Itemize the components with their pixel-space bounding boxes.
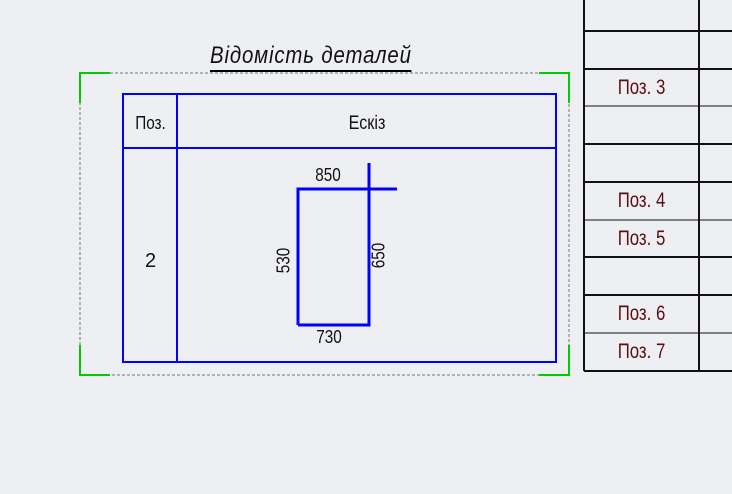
parts-table-grid <box>122 93 557 363</box>
dim-right: 650 <box>368 242 389 269</box>
row-pos: 2 <box>144 250 157 272</box>
dim-top: 850 <box>315 165 341 185</box>
side-label-pos4: Поз. 4 <box>617 189 666 212</box>
dim-left: 530 <box>273 247 294 274</box>
dim-bottom: 730 <box>316 327 342 347</box>
side-label-pos7: Поз. 7 <box>617 340 666 363</box>
side-label-pos6: Поз. 6 <box>617 302 666 325</box>
selection-frame <box>79 72 570 376</box>
header-sketch: Ескіз <box>348 113 386 134</box>
side-table-grid <box>583 0 732 372</box>
side-label-pos3: Поз. 3 <box>617 76 666 99</box>
drawing-title: Відомість деталей <box>210 42 412 72</box>
header-pos: Поз. <box>135 113 166 133</box>
side-label-pos5: Поз. 5 <box>617 227 666 250</box>
part-sketch <box>296 163 397 327</box>
